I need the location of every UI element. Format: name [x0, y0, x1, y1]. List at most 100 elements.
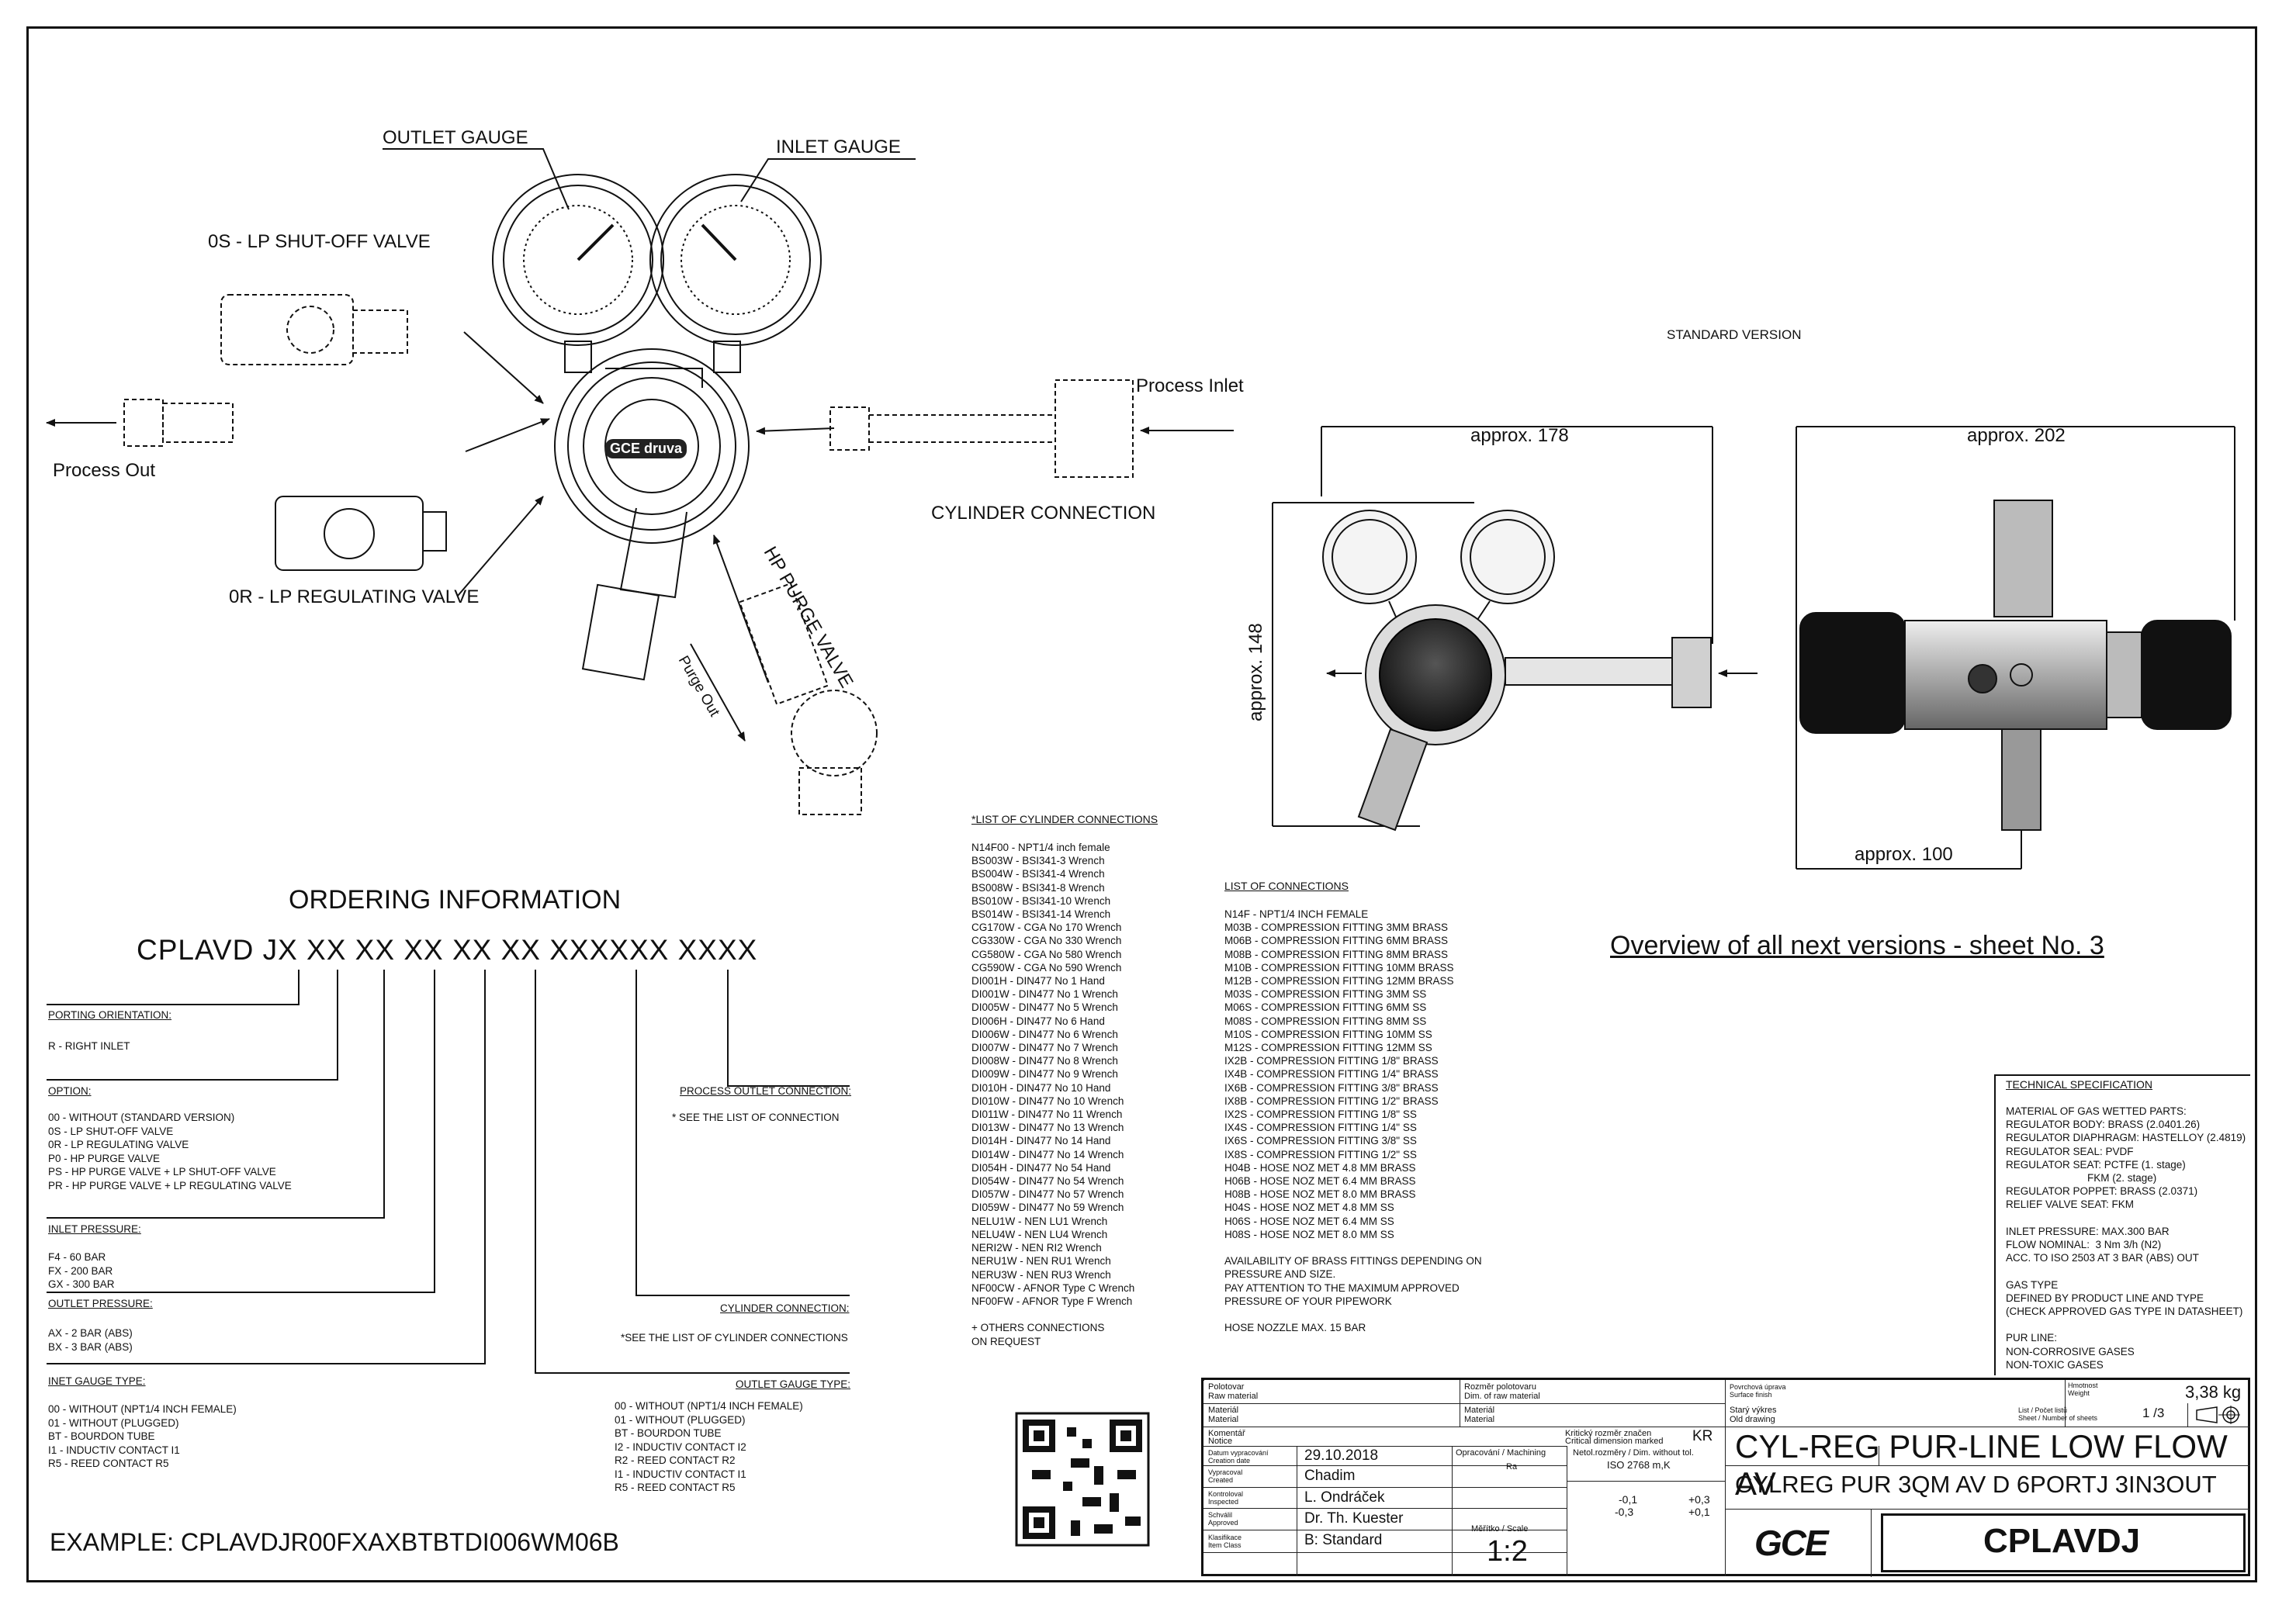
connection-item: M08B - COMPRESSION FITTING 8MM BRASS — [1224, 948, 1449, 960]
cylinder-connection-item: DI014W - DIN477 No 14 Wrench — [971, 1148, 1124, 1160]
tb-polotovar: Polotovar — [1208, 1382, 1245, 1392]
tb-part-no: CPLAVDJ — [1983, 1522, 2141, 1560]
tb-company-logo: GCE — [1754, 1523, 1829, 1563]
cylinder-connection-item: BS014W - BSI341-14 Wrench — [971, 908, 1111, 921]
cylinder-connection-item: CG170W - CGA No 170 Wrench — [971, 922, 1122, 934]
option-header: OPTION: — [48, 1085, 92, 1097]
tb-title-main: CYL-REG PUR-LINE LOW FLOW AV — [1735, 1428, 2228, 1502]
tb-title-sub: CYLREG PUR 3QM AV D 6PORTJ 3IN3OUT — [1735, 1471, 2217, 1498]
ordering-title: ORDERING INFORMATION — [289, 885, 622, 915]
outlet-pressure-list: AX - 2 BAR (ABS) BX - 3 BAR (ABS) — [48, 1326, 133, 1354]
tb-povrch-cz: Povrchová úprava — [1730, 1383, 1786, 1391]
hp-purge-valve-drawing — [738, 582, 878, 815]
connection-item: H04S - HOSE NOZ MET 4.8 MM SS — [1224, 1202, 1394, 1214]
connection-item: PRESSURE OF YOUR PIPEWORK — [1224, 1295, 1392, 1307]
cylinder-connection-item: DI007W - DIN477 No 7 Wrench — [971, 1042, 1118, 1054]
dimension-height-148: approx. 148 — [1245, 623, 1266, 721]
tb-povrch-en: Surface finish — [1730, 1391, 1772, 1399]
connection-item: M06B - COMPRESSION FITTING 6MM BRASS — [1224, 935, 1449, 947]
cylinder-connection-item: CG330W - CGA No 330 Wrench — [971, 935, 1122, 947]
connection-item: PRESSURE AND SIZE. — [1224, 1268, 1336, 1281]
connection-item: IX6B - COMPRESSION FITTING 3/8" BRASS — [1224, 1081, 1439, 1094]
inlet-pressure-item: GX - 300 BAR — [48, 1278, 115, 1290]
cylinder-connection-item: NERU3W - NEN RU3 Wrench — [971, 1268, 1111, 1281]
outlet-gauge-type-item: 00 - WITHOUT (NPT1/4 INCH FEMALE) — [615, 1400, 803, 1412]
standard-version-front-view — [1272, 426, 1757, 832]
tb-tol-plus: +0,3 — [1688, 1493, 1710, 1506]
cylinder-connection-drawing — [829, 379, 1134, 478]
tb-kriticky-cz: Kritický rozměr značen — [1565, 1429, 1652, 1438]
standard-version-label: STANDARD VERSION — [1667, 327, 1802, 342]
inlet-pressure-list: F4 - 60 BAR FX - 200 BAR GX - 300 BAR — [48, 1250, 115, 1292]
connection-item: H04B - HOSE NOZ MET 4.8 MM BRASS — [1224, 1161, 1416, 1174]
inlet-gauge-label: INLET GAUGE — [776, 137, 901, 157]
tech-spec-item — [2006, 1212, 2246, 1225]
porting-header: PORTING ORIENTATION: — [48, 1009, 172, 1021]
tech-spec-box — [1994, 1074, 2250, 1375]
connection-item — [1224, 1308, 1482, 1321]
process-inlet-label: Process Inlet — [1136, 375, 1244, 396]
ordering-tree-lines — [47, 970, 850, 1374]
tb-scale: 1:2 — [1487, 1535, 1528, 1568]
cylinder-connection-item: BS003W - BSI341-3 Wrench — [971, 855, 1105, 867]
tech-spec-item: REGULATOR SEAT: PCTFE (1. stage) — [2006, 1158, 2186, 1171]
connection-item: H08S - HOSE NOZ MET 8.0 MM SS — [1224, 1228, 1394, 1240]
cylinder-connection-item: BS004W - BSI341-4 Wrench — [971, 868, 1105, 880]
outlet-pressure-item: AX - 2 BAR (ABS) — [48, 1327, 133, 1339]
tb-inspected-by: L. Ondráček — [1304, 1489, 1385, 1506]
tb-tol-minus2: -0,3 — [1615, 1506, 1634, 1518]
cylinder-connection-item: NELU4W - NEN LU4 Wrench — [971, 1228, 1108, 1240]
connection-item: IX8B - COMPRESSION FITTING 1/2" BRASS — [1224, 1095, 1439, 1107]
cylinder-connection-item: N14F00 - NPT1/4 inch female — [971, 842, 1110, 853]
tb-kriticky-en: Critical dimension marked — [1565, 1437, 1664, 1446]
tb-material2-cz: Materiál — [1464, 1406, 1495, 1415]
overview-link[interactable]: Overview of all next versions - sheet No… — [1610, 931, 2104, 960]
cylinder-connection-item — [971, 1308, 1134, 1321]
tb-meritko: Měřítko / Scale — [1471, 1524, 1529, 1534]
title-block: Polotovar Raw material Rozměr polotovaru… — [1201, 1378, 2250, 1577]
cylinder-connection-item: DI006H - DIN477 No 6 Hand — [971, 1015, 1105, 1027]
connection-item: IX4S - COMPRESSION FITTING 1/4" SS — [1224, 1122, 1417, 1134]
tb-iso: ISO 2768 m,K — [1607, 1459, 1671, 1471]
connection-item: M06S - COMPRESSION FITTING 6MM SS — [1224, 1001, 1427, 1014]
tech-spec-item: ACC. TO ISO 2503 AT 3 BAR (ABS) OUT — [2006, 1252, 2199, 1264]
option-item: PR - HP PURGE VALVE + LP REGULATING VALV… — [48, 1179, 292, 1191]
tb-stary-cz: Starý výkres — [1730, 1406, 1777, 1415]
cylinder-connection-item: NELU1W - NEN LU1 Wrench — [971, 1215, 1108, 1227]
cylinder-connection-item: DI005W - DIN477 No 5 Wrench — [971, 1001, 1118, 1014]
tech-spec-item: INLET PRESSURE: MAX.300 BAR — [2006, 1225, 2170, 1237]
cylinder-connection-item: DI054H - DIN477 No 54 Hand — [971, 1161, 1111, 1174]
tech-spec-header: TECHNICAL SPECIFICATION — [2006, 1078, 2153, 1091]
connection-item: M03S - COMPRESSION FITTING 3MM SS — [1224, 988, 1427, 1001]
dimension-width-100: approx. 100 — [1854, 844, 1953, 865]
tb-netol: Netol.rozměry / Dim. without tol. — [1573, 1448, 1694, 1458]
connection-item: H06B - HOSE NOZ MET 6.4 MM BRASS — [1224, 1175, 1416, 1188]
cylinder-connection-item: CG590W - CGA No 590 Wrench — [971, 961, 1122, 974]
cylinder-connection-item: DI011W - DIN477 No 11 Wrench — [971, 1108, 1123, 1121]
cylinder-connection-item: DI010H - DIN477 No 10 Hand — [971, 1081, 1111, 1094]
inlet-pressure-item: F4 - 60 BAR — [48, 1251, 106, 1263]
process-outlet-header: PROCESS OUTLET CONNECTION: — [680, 1085, 852, 1097]
connection-item: IX4B - COMPRESSION FITTING 1/4" BRASS — [1224, 1068, 1439, 1081]
cylinder-connection-item: DI059W - DIN477 No 59 Wrench — [971, 1202, 1124, 1214]
tb-item-class: B: Standard — [1304, 1532, 1383, 1548]
process-out-fitting-drawing — [123, 399, 234, 447]
cylinder-connection-item: DI001W - DIN477 No 1 Wrench — [971, 988, 1118, 1001]
cylinder-connection-item: NF00FW - AFNOR Type F Wrench — [971, 1295, 1133, 1307]
connection-item: H08B - HOSE NOZ MET 8.0 MM BRASS — [1224, 1188, 1416, 1201]
tb-kontroloval-en: Inspected — [1208, 1498, 1239, 1506]
outlet-gauge-label: OUTLET GAUGE — [383, 127, 528, 148]
regulator-body-drawing — [554, 348, 750, 681]
tech-spec-item: (CHECK APPROVED GAS TYPE IN DATASHEET) — [2006, 1306, 2243, 1318]
inlet-pressure-header: INLET PRESSURE: — [48, 1223, 141, 1235]
cylinder-connection-item: DI009W - DIN477 No 9 Wrench — [971, 1068, 1118, 1081]
tb-hmotnost-en: Weight — [2068, 1389, 2090, 1397]
tech-spec-item: NON-CORROSIVE GASES — [2006, 1345, 2135, 1357]
outlet-gauge-type-item: R2 - REED CONTACT R2 — [615, 1454, 736, 1466]
connection-item: H06S - HOSE NOZ MET 6.4 MM SS — [1224, 1215, 1394, 1227]
inlet-gauge-type-item: 01 - WITHOUT (PLUGGED) — [48, 1416, 179, 1429]
standard-version-side-view — [1796, 426, 2235, 870]
shut-off-valve-label: 0S - LP SHUT-OFF VALVE — [208, 231, 431, 252]
tb-list-cz: List / Počet listů — [2018, 1406, 2068, 1414]
